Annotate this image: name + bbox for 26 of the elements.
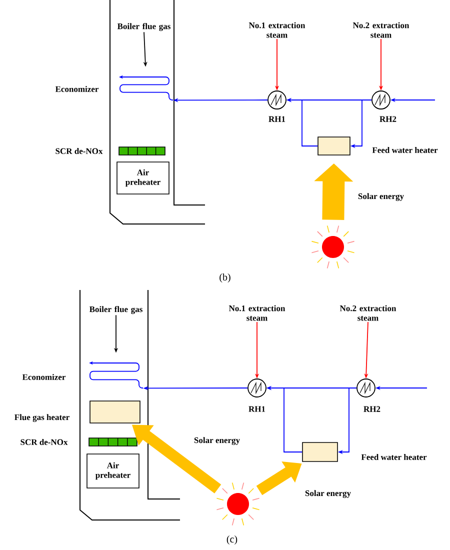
panel-label: (b) <box>220 273 230 283</box>
component-label: No.1 extraction steam <box>248 22 306 38</box>
component-label: SCR de-NOx <box>56 148 103 154</box>
component-label: Economizer <box>55 86 99 92</box>
component-label: Boiler flue gas <box>89 306 142 314</box>
component-label: SCR de-NOx <box>20 439 68 445</box>
component-label: Feed water heater <box>361 454 427 460</box>
sun-drawing <box>311 225 355 269</box>
component-label: Flue gas heater <box>14 414 70 422</box>
component-label: RH2 <box>380 116 396 122</box>
component-label: RH2 <box>364 406 380 412</box>
sun-drawing <box>216 482 260 526</box>
air-preheater-box: Air preheater <box>86 454 140 488</box>
component-label: RH1 <box>248 406 266 412</box>
component-label: No.1 extraction steam <box>228 305 286 321</box>
component-label: Feed water heater <box>372 147 438 153</box>
component-label: Economizer <box>22 374 66 380</box>
panel-label: (c) <box>226 535 238 545</box>
air-preheater-box: Air preheater <box>116 162 170 194</box>
component-label: Boiler flue gas <box>117 23 170 31</box>
component-label: No.2 extraction steam <box>340 305 396 321</box>
edge-label: Solar energy <box>192 436 241 446</box>
edge-label: Solar energy <box>356 192 405 202</box>
component-label: No.2 extraction steam <box>352 22 410 38</box>
edge-label: Solar energy <box>304 489 352 499</box>
component-label: RH1 <box>268 116 286 122</box>
